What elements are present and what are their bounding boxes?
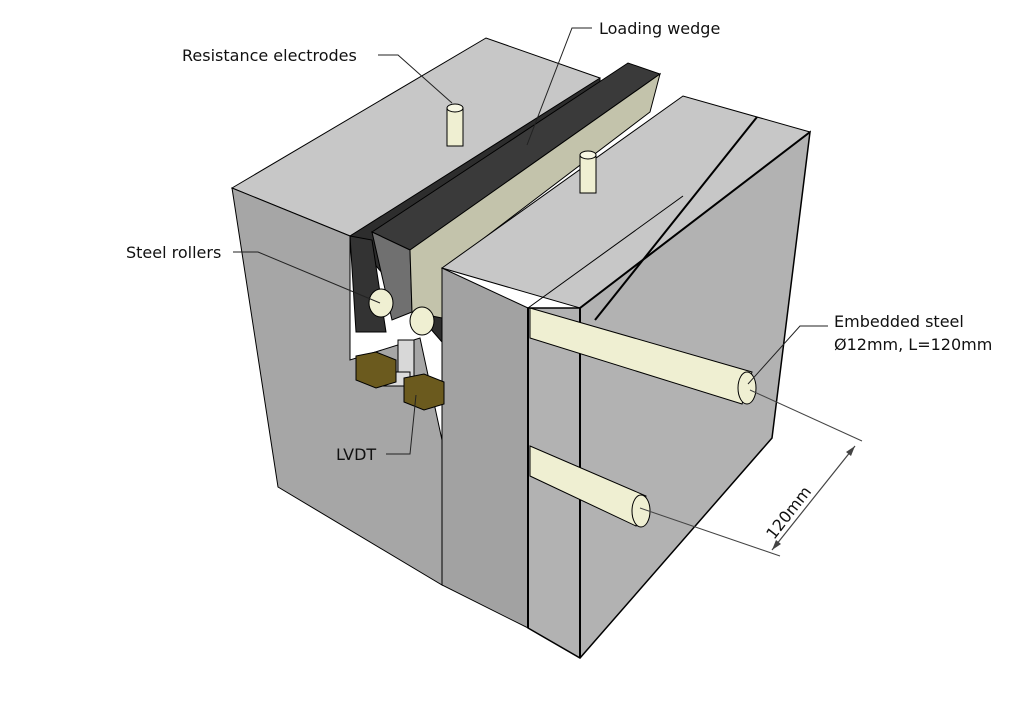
leader-lines: [233, 27, 828, 455]
leader-embedded-steel: [747, 325, 828, 385]
loading-wedge: [370, 62, 662, 321]
lvdt-body-left: [355, 351, 397, 389]
leader-lvdt: [386, 394, 417, 455]
embedded-steel-bars: [529, 307, 757, 528]
label-resistance-electrodes: Resistance electrodes: [182, 46, 357, 65]
left-concrete-block: [230, 37, 601, 586]
steel-roller-left: [368, 288, 394, 318]
leader-resistance-electrodes: [378, 54, 453, 104]
right-concrete-block: [440, 95, 812, 659]
resistance-electrodes: [446, 103, 597, 194]
steel-roller-right: [409, 306, 435, 336]
steel-rollers: [368, 288, 435, 336]
leader-steel-rollers: [233, 251, 381, 304]
embedded-steel-bar-upper: [529, 307, 757, 405]
right-block-notch-face: [441, 267, 529, 629]
right-block-top-edge: [579, 131, 811, 309]
lvdt-body-right: [403, 373, 445, 411]
label-lvdt: LVDT: [336, 445, 376, 464]
dimension-label: 120mm: [762, 482, 815, 542]
slab-seam-top2: [527, 195, 684, 309]
labels: Resistance electrodes Loading wedge Stee…: [126, 19, 992, 464]
label-steel-rollers: Steel rollers: [126, 243, 221, 262]
label-embedded-steel: Embedded steel: [834, 312, 964, 331]
electrode-right: [579, 150, 597, 194]
electrode-left: [446, 103, 464, 147]
label-loading-wedge: Loading wedge: [599, 19, 720, 38]
dimension-line: [771, 445, 856, 551]
label-embedded-steel-dimensions: Ø12mm, L=120mm: [834, 335, 992, 354]
slab-seam-top: [594, 116, 758, 321]
leader-loading-wedge: [526, 27, 592, 146]
lvdt: [355, 339, 445, 411]
embedded-steel-bar-lower: [529, 445, 651, 528]
